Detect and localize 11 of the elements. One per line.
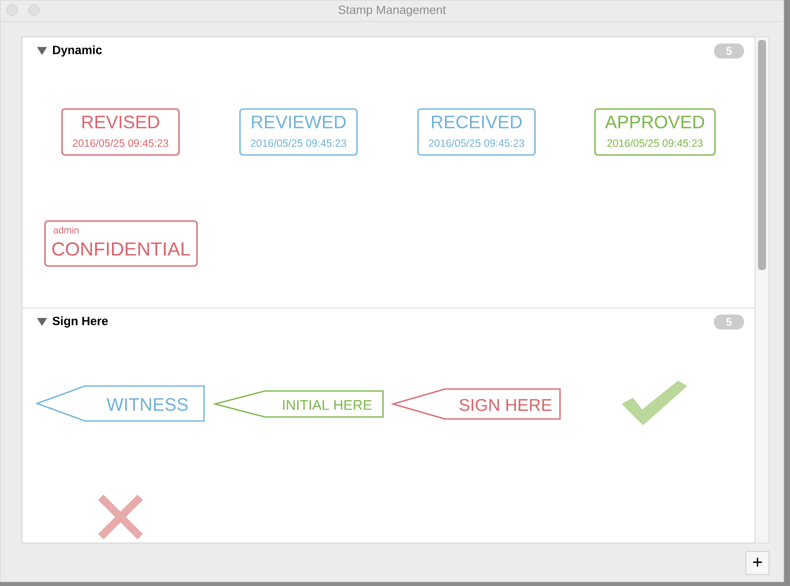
stamp: REVIEWED 2016/05/25 09:45:23 — [239, 108, 358, 156]
stamp: RECEIVED 2016/05/25 09:45:23 — [417, 108, 536, 156]
section-heading: Dynamic — [53, 45, 102, 57]
window-title: Stamp Management — [338, 6, 446, 16]
add-button: + — [746, 551, 770, 575]
section-heading: Sign Here — [52, 316, 108, 328]
checkmark-icon — [622, 381, 687, 425]
stamp: REVISED 2016/05/25 09:45:23 — [61, 108, 180, 156]
stamp: admin CONFIDENTIAL — [44, 220, 198, 267]
stamp: APPROVED 2016/05/25 09:45:23 — [594, 108, 716, 156]
cross-icon — [98, 494, 143, 540]
